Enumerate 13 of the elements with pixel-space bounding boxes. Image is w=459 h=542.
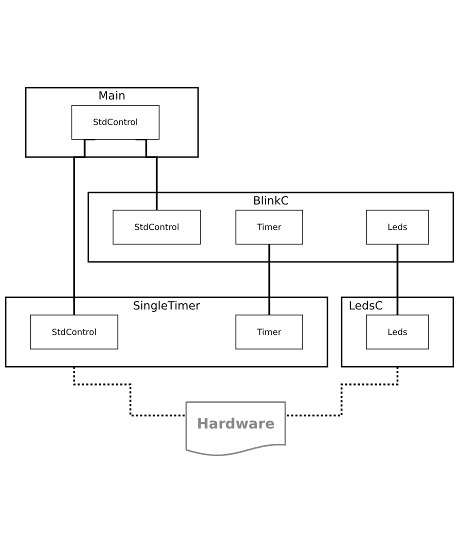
node-box: Timer: [236, 209, 303, 244]
connector: [73, 138, 96, 316]
node-box: StdControl: [112, 209, 201, 244]
connector: [396, 242, 398, 316]
connector: [73, 365, 187, 416]
connector: [268, 242, 270, 316]
connector: [136, 138, 158, 211]
node-box: Leds: [366, 209, 429, 244]
node-box: Timer: [236, 314, 303, 349]
connector: [286, 365, 398, 416]
node-box: StdControl: [30, 314, 118, 349]
node-box: StdControl: [71, 104, 160, 140]
node-box: Leds: [366, 314, 429, 349]
